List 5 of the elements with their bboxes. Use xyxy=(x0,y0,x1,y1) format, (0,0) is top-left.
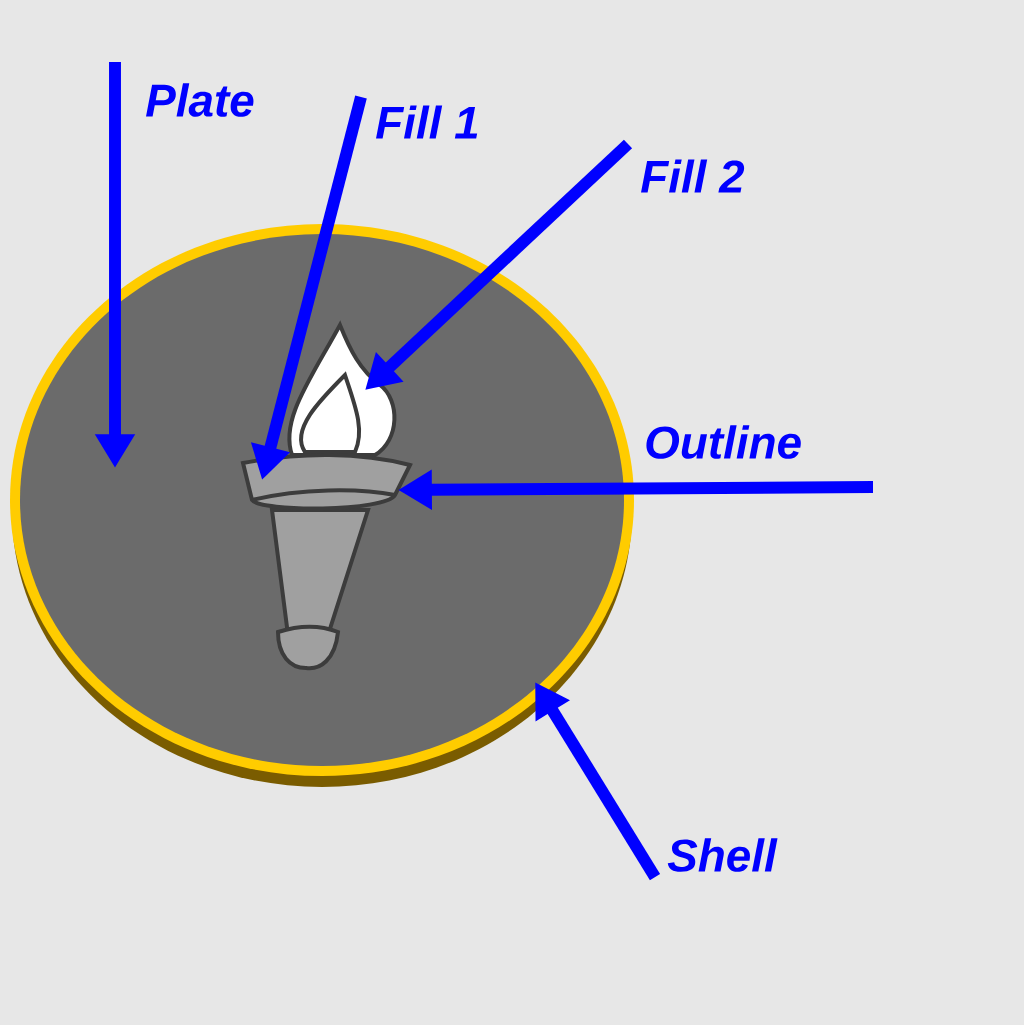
part-label: Shell xyxy=(667,838,778,872)
part-label: Fill 1 xyxy=(376,105,478,139)
part-label: Fill 2 xyxy=(641,159,745,193)
part-label: Plate xyxy=(146,83,254,117)
part-label: Outline xyxy=(646,425,801,459)
